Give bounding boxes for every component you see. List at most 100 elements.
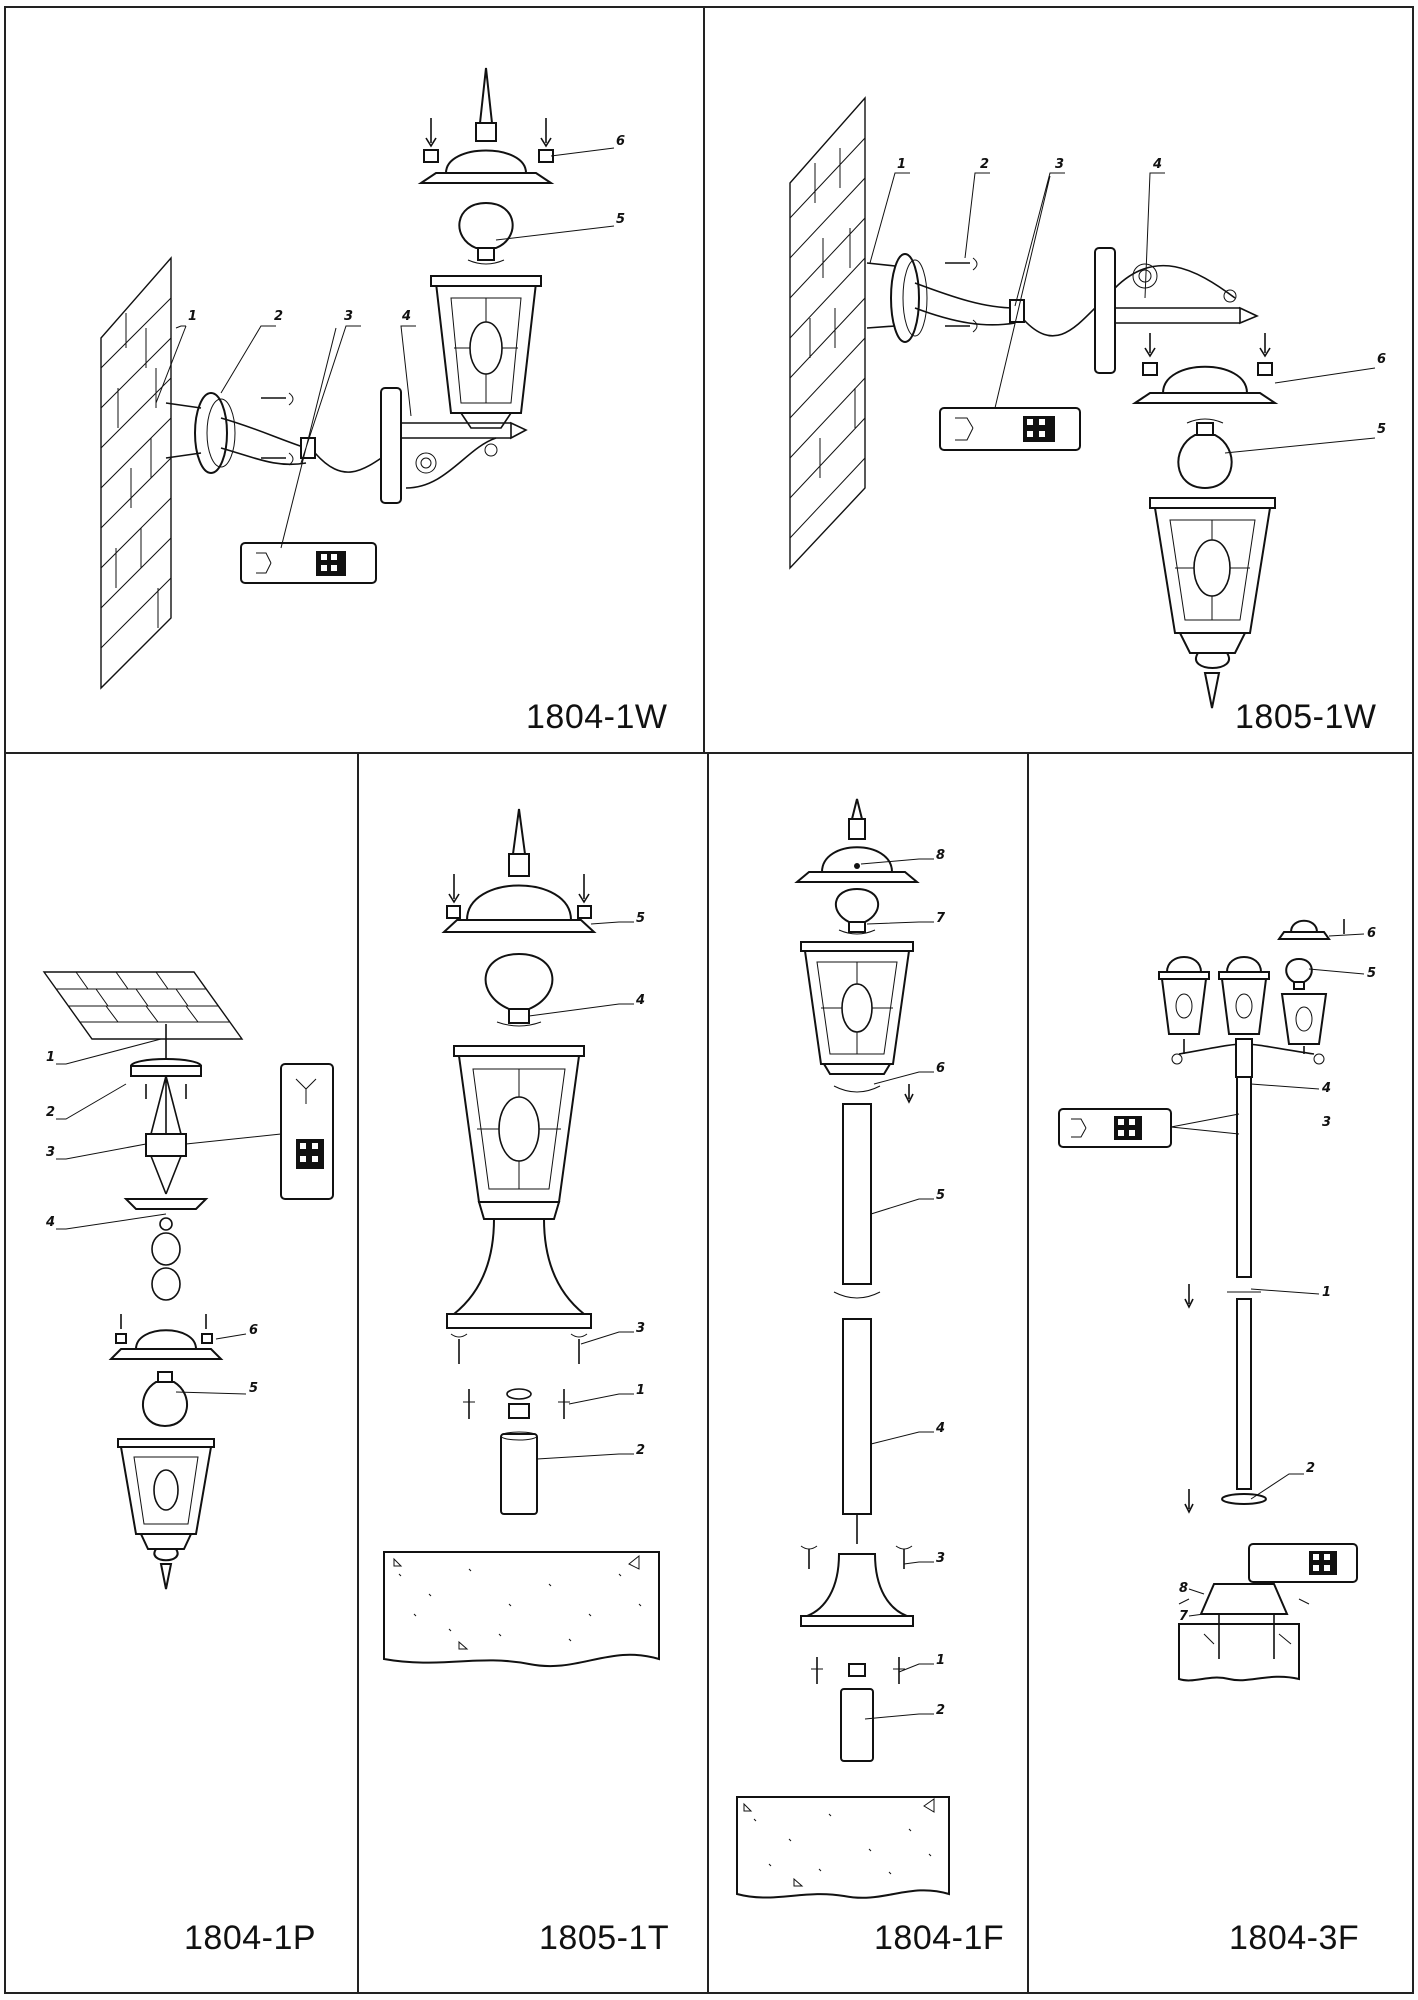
lamp-arm — [380, 387, 528, 504]
top-cap — [417, 67, 555, 184]
terminal-block-diagram — [1058, 1108, 1172, 1148]
callout-3: 3 — [46, 1145, 55, 1160]
lamp-arm — [1094, 247, 1259, 374]
callout-5: 5 — [616, 212, 625, 227]
wiring — [220, 417, 397, 473]
top-cap — [794, 798, 920, 883]
top-cap — [1131, 333, 1279, 404]
terminal-block-diagram — [280, 1063, 334, 1200]
model-label: 1804-3F — [1229, 1919, 1360, 1957]
callout-5: 5 — [936, 1188, 945, 1203]
wiring — [914, 282, 1101, 337]
panel-1805-1t: 5 4 3 1 2 1805-1T — [357, 752, 709, 1994]
callout-3: 3 — [636, 1321, 645, 1336]
terminal-block-diagram — [939, 407, 1081, 451]
callout-5: 5 — [1367, 966, 1376, 981]
bulb — [458, 201, 514, 265]
lantern-body — [430, 275, 542, 429]
callout-2: 2 — [1306, 1461, 1315, 1476]
diagram-1804-1f: 8 7 6 5 4 3 1 2 — [736, 798, 950, 1899]
callout-6: 6 — [1377, 352, 1386, 367]
callout-8: 8 — [936, 848, 945, 863]
callout-1: 1 — [936, 1653, 945, 1668]
wall-mount-plate — [165, 392, 294, 474]
upper-pole — [1236, 1076, 1252, 1278]
concrete-ground — [736, 1796, 950, 1899]
callout-4: 4 — [935, 1421, 945, 1436]
callout-2: 2 — [936, 1703, 945, 1718]
callout-4: 4 — [1152, 157, 1162, 172]
lantern-body — [117, 1438, 215, 1590]
three-head-cluster — [1158, 956, 1328, 1078]
top-cap — [1277, 919, 1345, 940]
bulb — [1285, 957, 1313, 990]
pedestal-base — [446, 1218, 592, 1364]
callout-8: 8 — [1179, 1581, 1188, 1596]
model-label: 1805-1T — [539, 1919, 670, 1957]
callout-6: 6 — [616, 134, 625, 149]
wall-mount-plate — [866, 253, 978, 343]
callout-3: 3 — [344, 309, 353, 324]
callout-6: 6 — [936, 1061, 945, 1076]
diagram-1804-1p: 1 2 3 4 5 6 — [42, 971, 334, 1590]
model-label: 1804-1P — [184, 1919, 317, 1957]
model-label: 1804-1F — [874, 1919, 1005, 1957]
canopy — [130, 1024, 202, 1099]
callout-2: 2 — [636, 1443, 645, 1458]
top-cap — [441, 808, 597, 933]
callout-2: 2 — [980, 157, 989, 172]
diagram-1805-1t: 5 4 3 1 2 — [383, 808, 660, 1668]
model-label: 1805-1W — [1235, 698, 1377, 736]
callout-4: 4 — [401, 309, 411, 324]
callout-1: 1 — [46, 1050, 55, 1065]
diagram-1804-3f: 6 5 4 3 1 2 8 7 — [1058, 919, 1376, 1682]
upper-pole — [833, 1084, 914, 1299]
bulb — [834, 887, 880, 935]
brick-wall — [100, 256, 172, 690]
lantern-body — [1149, 497, 1276, 709]
post-base — [800, 1545, 914, 1627]
lower-pole — [1184, 1284, 1267, 1514]
callout-5: 5 — [1377, 422, 1386, 437]
callout-7: 7 — [936, 911, 946, 926]
lantern-body — [800, 941, 914, 1075]
lower-pole — [842, 1318, 872, 1544]
top-cap — [108, 1314, 224, 1360]
chain-and-cup — [123, 1198, 209, 1301]
model-label: 1804-1W — [526, 698, 668, 736]
wiring — [145, 1075, 187, 1195]
callout-3: 3 — [936, 1551, 945, 1566]
callout-1: 1 — [897, 157, 906, 172]
panel-1804-3f: 6 5 4 3 1 2 8 7 1804-3F — [1027, 752, 1414, 1994]
callout-2: 2 — [46, 1105, 55, 1120]
callout-5: 5 — [636, 911, 645, 926]
callout-6: 6 — [1367, 926, 1376, 941]
diagram-1804-1w: 1 2 3 4 5 6 — [100, 67, 625, 690]
callout-1: 1 — [636, 1383, 645, 1398]
terminal-block-diagram-2 — [1248, 1543, 1358, 1583]
bulb — [142, 1371, 188, 1428]
concrete-footing — [1178, 1614, 1300, 1682]
panel-1804-1w: 1 2 3 4 5 6 1804-1W — [4, 6, 705, 754]
callout-5: 5 — [249, 1381, 258, 1396]
panel-1805-1w: 1 2 3 4 5 6 1805-1W — [703, 6, 1414, 754]
post-base — [1178, 1583, 1310, 1615]
callout-4: 4 — [45, 1215, 55, 1230]
diagram-1805-1w: 1 2 3 4 5 6 — [789, 96, 1386, 709]
callout-4: 4 — [635, 993, 645, 1008]
callout-3: 3 — [1322, 1115, 1331, 1130]
bulb — [484, 952, 554, 1027]
concrete-ground — [383, 1551, 660, 1668]
brick-wall — [789, 96, 866, 570]
callout-2: 2 — [274, 309, 283, 324]
ceiling — [42, 971, 244, 1040]
anchor-and-sleeve — [811, 1657, 905, 1762]
callout-6: 6 — [249, 1323, 258, 1338]
anchor-and-sleeve — [463, 1388, 570, 1515]
callout-1: 1 — [1322, 1285, 1331, 1300]
lantern-body — [453, 1045, 585, 1220]
callout-4: 4 — [1321, 1081, 1331, 1096]
callout-7: 7 — [1179, 1609, 1189, 1624]
terminal-block-diagram — [240, 542, 377, 584]
